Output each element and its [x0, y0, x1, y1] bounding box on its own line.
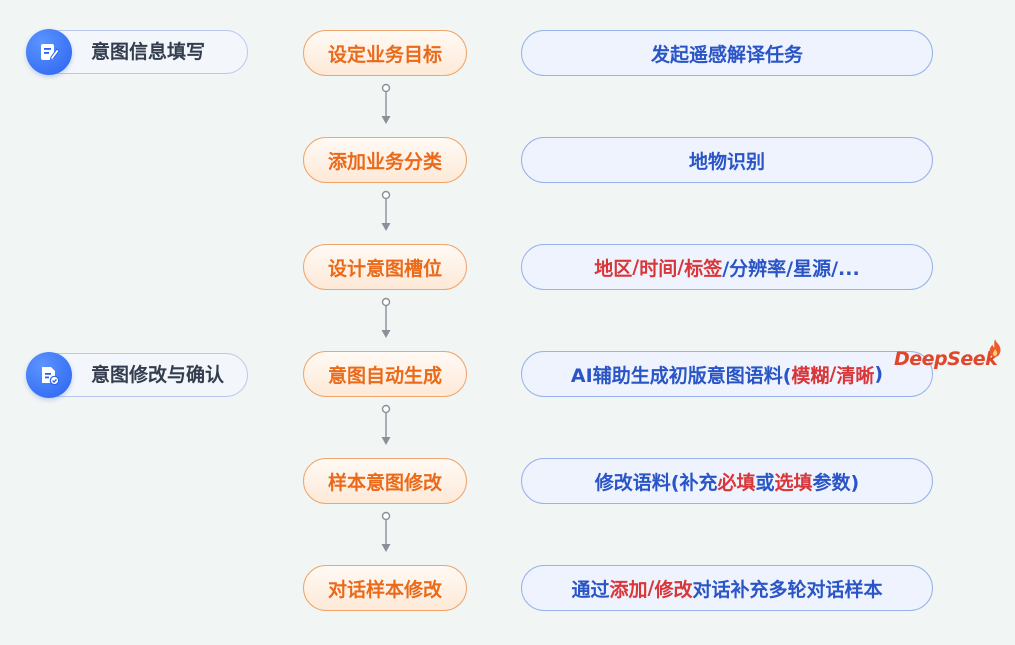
document-check-icon: [26, 352, 72, 398]
slot-separator: /: [677, 256, 685, 278]
step-set-business-goal: 设定业务目标: [303, 30, 467, 76]
slot-region: 地区: [594, 257, 633, 280]
step-auto-generate-intent: 意图自动生成: [303, 351, 467, 397]
section-label-intent-info: 意图信息填写: [26, 29, 248, 75]
section-label-intent-modify: 意图修改与确认: [26, 352, 248, 398]
detail-dialog-samples: 通过添加/修改对话补充多轮对话样本: [521, 565, 933, 611]
edit-document-icon: [26, 29, 72, 75]
section-label-text: 意图信息填写: [91, 41, 206, 63]
detail-text: 参数): [812, 471, 860, 494]
slot-separator: /: [632, 256, 640, 278]
detail-text: AI辅助生成初版意图语料(: [570, 364, 792, 387]
flow-arrow-4: [381, 404, 391, 445]
step-design-intent-slots: 设计意图槽位: [303, 244, 467, 290]
slot-tag: 标签: [684, 257, 723, 280]
flow-arrow-1: [381, 83, 391, 124]
detail-slot-list: 地区/时间/标签/分辨率/星源/...: [521, 244, 933, 290]
flow-arrow-5: [381, 511, 391, 552]
step-modify-dialog-samples: 对话样本修改: [303, 565, 467, 611]
flame-icon: [989, 339, 1001, 357]
flow-arrow-2: [381, 190, 391, 231]
detail-separator: /: [647, 577, 655, 599]
step-modify-sample-intent: 样本意图修改: [303, 458, 467, 504]
detail-clear: 清晰: [836, 364, 875, 387]
detail-text: 通过: [571, 578, 610, 601]
detail-text: 发起遥感解译任务: [650, 43, 803, 66]
slot-time: 时间: [639, 257, 678, 280]
deepseek-badge: DeepSeek: [894, 348, 998, 370]
step-add-business-category: 添加业务分类: [303, 137, 467, 183]
detail-text: 对话补充多轮对话样本: [692, 578, 883, 601]
flow-arrow-3: [381, 297, 391, 338]
detail-ground-object-recognition: 地物识别: [521, 137, 933, 183]
detail-required: 必填: [717, 471, 756, 494]
detail-ai-generate-corpus: AI辅助生成初版意图语料(模糊/清晰): [521, 351, 933, 397]
detail-add: 添加: [609, 578, 648, 601]
detail-text: ): [874, 363, 884, 385]
section-label-text: 意图修改与确认: [91, 364, 225, 386]
detail-modify-corpus: 修改语料(补充必填或选填参数): [521, 458, 933, 504]
detail-separator: /: [829, 363, 837, 385]
detail-text: 或: [755, 471, 775, 494]
detail-remote-sensing-task: 发起遥感解译任务: [521, 30, 933, 76]
detail-modify: 修改: [654, 578, 693, 601]
detail-text: 地物识别: [688, 150, 765, 173]
detail-optional: 选填: [774, 471, 813, 494]
detail-fuzzy: 模糊: [791, 364, 830, 387]
slot-other: /分辨率/星源/...: [722, 257, 860, 280]
detail-text: 修改语料(补充: [594, 471, 718, 494]
